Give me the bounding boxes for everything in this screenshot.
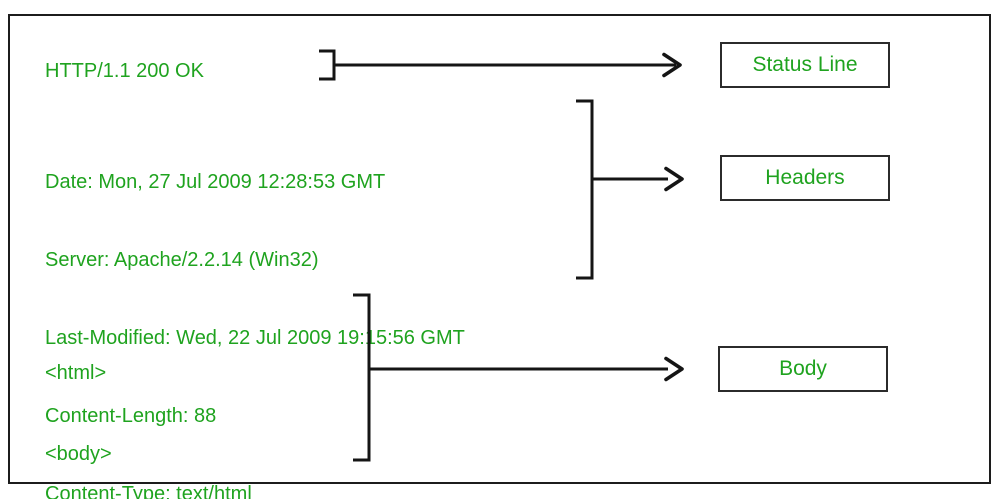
body-label-box: Body (718, 346, 888, 392)
header-line-content-length: Content-Length: 88 (45, 405, 217, 427)
diagram-border (8, 14, 991, 484)
body-block: <html> <body> <h1>Hello, World!</h1> </b… (45, 306, 256, 499)
headers-label-box: Headers (720, 155, 890, 201)
header-line-content-type: Content-Type: text/html (45, 483, 252, 499)
status-line-text: HTTP/1.1 200 OK (45, 60, 204, 82)
header-line-server: Server: Apache/2.2.14 (Win32) (45, 249, 319, 271)
headers-block: Date: Mon, 27 Jul 2009 12:28:53 GMT Serv… (45, 117, 465, 499)
body-line-body-open: <body> (45, 443, 112, 465)
body-line-html-open: <html> (45, 362, 107, 384)
status-line-label-box: Status Line (720, 42, 890, 88)
header-line-date: Date: Mon, 27 Jul 2009 12:28:53 GMT (45, 171, 386, 193)
